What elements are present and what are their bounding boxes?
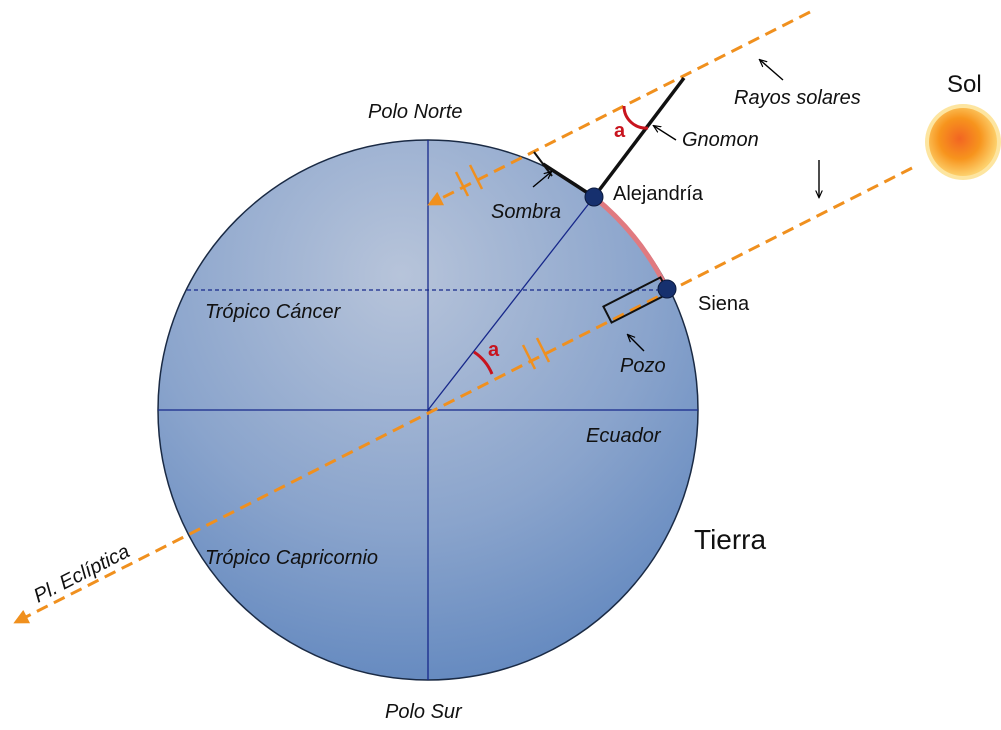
tropic-cancer-label: Trópico Cáncer (205, 301, 342, 323)
south-pole-label: Polo Sur (385, 701, 463, 723)
sun-rays-label: Rayos solares (734, 87, 861, 109)
alexandria-label: Alejandría (613, 183, 704, 205)
equator-label: Ecuador (586, 425, 662, 447)
sun-icon (925, 104, 1001, 180)
arrow-rays-label (760, 60, 784, 81)
shadow-label: Sombra (491, 201, 561, 223)
sun-ray-lower-ecliptic (13, 166, 913, 624)
arrow-shadow-label (532, 172, 551, 188)
tropic-capricorn-label: Trópico Capricornio (205, 547, 378, 569)
parallel-ticks-lower (521, 337, 551, 370)
ecliptic-plane-label: Pl. Eclíptica (30, 540, 133, 607)
radius-alexandria (427, 196, 595, 411)
well-label: Pozo (620, 355, 666, 377)
gnomon-label: Gnomon (682, 129, 759, 151)
angle-a-gnomon-label: a (614, 120, 626, 142)
syene-label: Siena (698, 293, 750, 315)
angle-a-center-label: a (488, 339, 500, 361)
arrow-gnomon-label (654, 126, 677, 141)
shadow (542, 162, 595, 199)
parallel-ticks-upper (454, 164, 484, 197)
gnomon (592, 76, 686, 199)
earth-label: Tierra (694, 524, 767, 555)
sun-label: Sol (947, 71, 982, 98)
city-dot-icon (657, 279, 677, 299)
sun-ray-upper (427, 10, 811, 206)
city-dot-icon (584, 187, 604, 207)
angle-arc-gnomon (622, 105, 649, 130)
north-pole-label: Polo Norte (368, 101, 463, 123)
arrow-well-label (628, 335, 645, 352)
angle-arc-center (473, 350, 494, 375)
